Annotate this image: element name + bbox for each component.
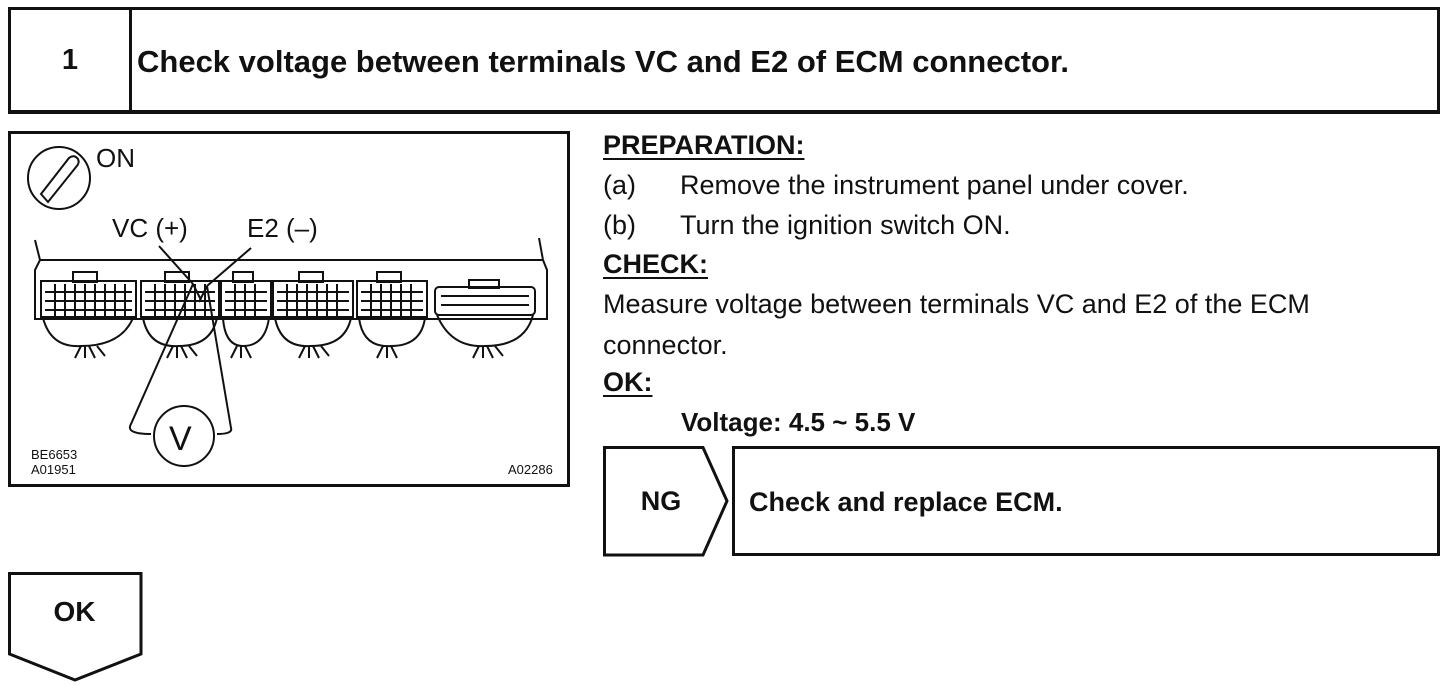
voltage-spec: Voltage: 4.5 ~ 5.5 V: [681, 407, 916, 437]
step-divider: [129, 10, 132, 110]
vc-probe-lead: [129, 245, 194, 435]
e2-probe-lead: [206, 247, 252, 435]
ecm-housing: [34, 237, 545, 261]
e2-terminal-label: E2 (–): [247, 213, 318, 243]
preparation-step-a-letter: (a): [603, 170, 636, 200]
ecm-connector-illustration: ON VC (+) E2 (–) V BE6653 A01951 A02286: [8, 131, 570, 487]
ng-action-box: Check and replace ECM.: [732, 446, 1440, 556]
connector-2: [140, 271, 220, 318]
figure-code-left-1: BE6653: [31, 447, 78, 462]
voltmeter-symbol: V: [169, 420, 192, 458]
ignition-key-icon: [27, 146, 91, 210]
figure-code-right: A02286: [508, 462, 553, 477]
check-heading: CHECK:: [603, 249, 708, 279]
ecm-connector-drawing: [27, 146, 548, 467]
connector-4: [272, 271, 354, 318]
ng-action-text: Check and replace ECM.: [749, 487, 1063, 517]
voltmeter-icon: [153, 405, 215, 467]
connector-5: [356, 271, 428, 318]
figure-code-left-2: A01951: [31, 462, 76, 477]
ok-spec-heading: OK:: [603, 367, 653, 397]
vc-terminal-label: VC (+): [112, 213, 188, 243]
preparation-heading: PREPARATION:: [603, 130, 805, 160]
preparation-step-b-text: Turn the ignition switch ON.: [680, 210, 1011, 240]
preparation-step-b-letter: (b): [603, 210, 636, 240]
ok-arrow-box: [8, 572, 143, 682]
connector-6: [434, 279, 536, 316]
ng-label: NG: [640, 485, 682, 516]
ignition-on-label: ON: [96, 143, 135, 173]
connector-3: [220, 271, 272, 318]
preparation-step-a-text: Remove the instrument panel under cover.: [680, 170, 1189, 200]
check-text-line-2: connector.: [603, 330, 728, 360]
ng-arrow-box: [603, 446, 729, 557]
connector-1: [40, 271, 137, 318]
ok-label: OK: [53, 596, 96, 627]
step-title: Check voltage between terminals VC and E…: [137, 44, 1069, 79]
step-header: 1 Check voltage between terminals VC and…: [8, 7, 1440, 114]
step-number: 1: [61, 43, 79, 76]
check-text-line-1: Measure voltage between terminals VC and…: [603, 289, 1310, 319]
